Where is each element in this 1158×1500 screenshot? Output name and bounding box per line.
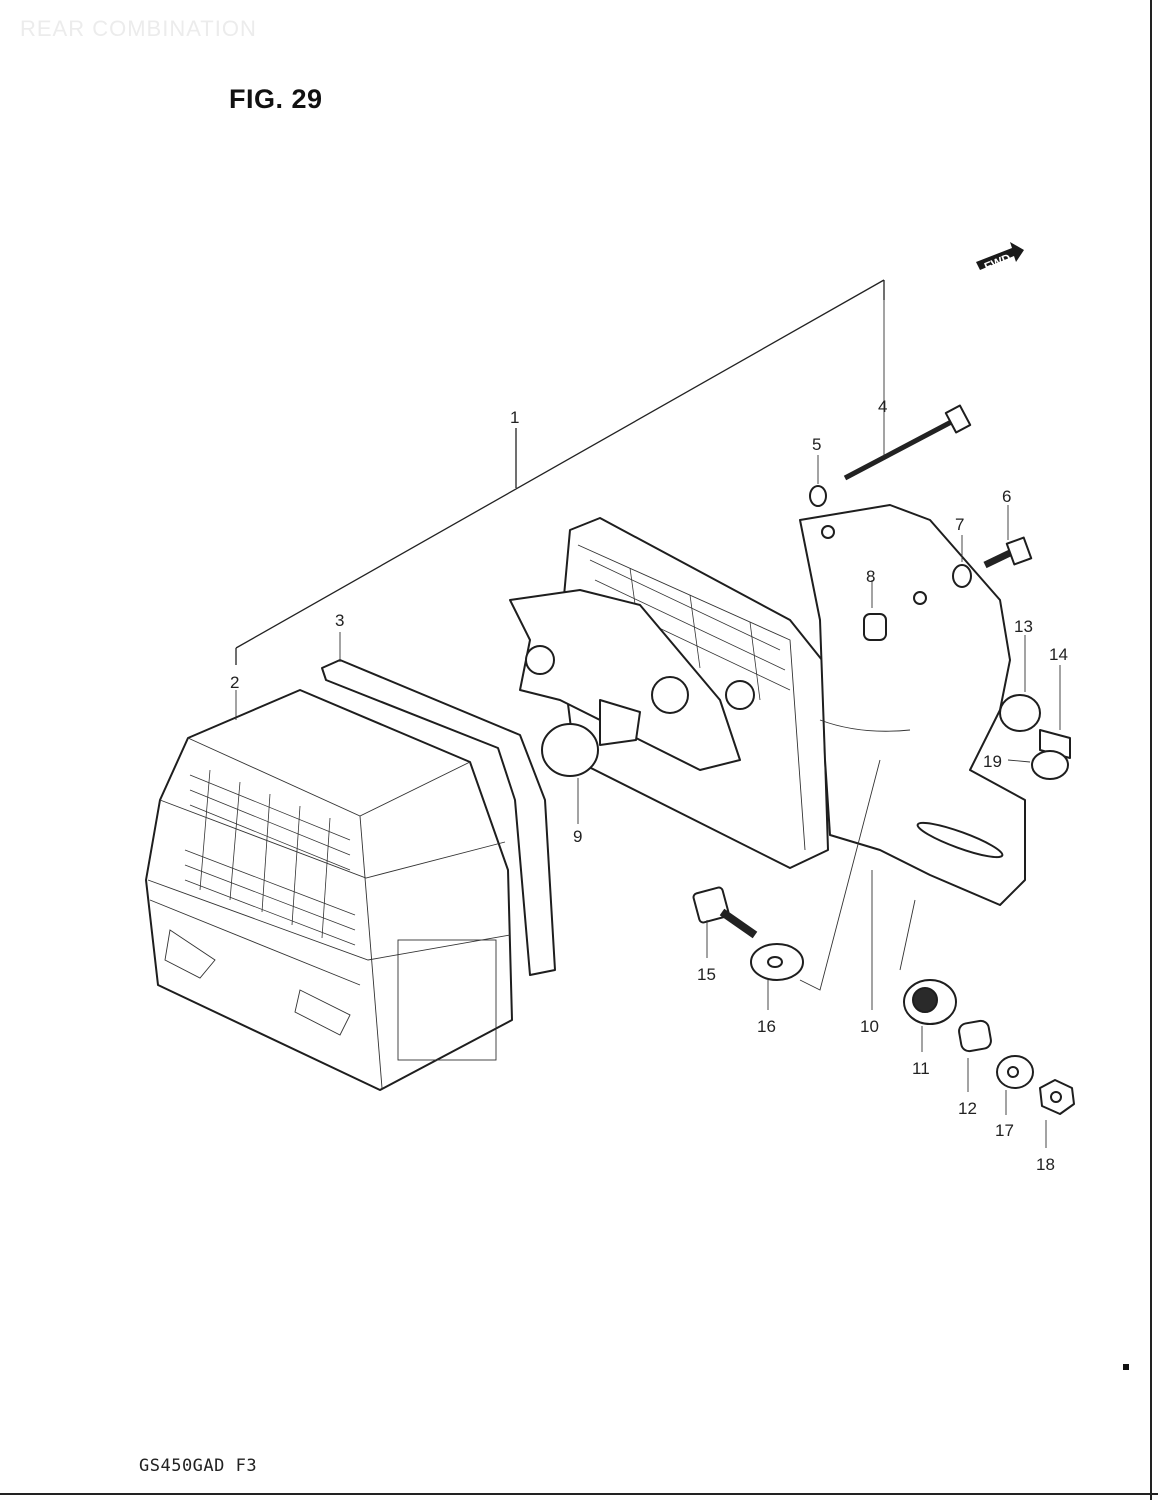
bulb: [541, 699, 641, 777]
lens-gasket: [321, 659, 556, 976]
scan-speck: [1123, 1364, 1129, 1370]
callout-7: 7: [955, 515, 964, 534]
bolt-15: [692, 886, 758, 958]
collar-12: [958, 1019, 992, 1092]
model-code: GS450GAD F3: [139, 1456, 258, 1476]
bushing-19: [1007, 750, 1069, 780]
bolt-6: [983, 505, 1033, 569]
callout-17: 17: [995, 1121, 1014, 1140]
callout-14: 14: [1049, 645, 1068, 664]
fwd-label: FWD: [982, 251, 1013, 274]
washer-7: [952, 535, 972, 588]
tail-lens: [145, 689, 513, 1091]
callout-labels: 1 2 3 4 5 6 7 8 9 10 11 12 13 14 15 16 1…: [230, 397, 1068, 1174]
collar-8: [863, 580, 887, 641]
washer-5: [809, 455, 827, 507]
bulb-socket-plate: [509, 589, 755, 771]
callout-19: 19: [983, 752, 1002, 771]
callout-12: 12: [958, 1099, 977, 1118]
callout-18: 18: [1036, 1155, 1055, 1174]
grommet-11: [899, 899, 957, 1052]
section-title: REAR COMBINATION: [20, 16, 257, 41]
callout-4: 4: [878, 397, 887, 416]
callout-16: 16: [757, 1017, 776, 1036]
sheet-border-right: [1150, 0, 1152, 1500]
nut-18: [1039, 1079, 1075, 1148]
callout-10: 10: [860, 1017, 879, 1036]
forward-arrow-icon: FWD: [976, 242, 1024, 274]
washer-17: [996, 1055, 1034, 1115]
callout-13: 13: [1014, 617, 1033, 636]
callout-6: 6: [1002, 487, 1011, 506]
callout-11: 11: [912, 1059, 930, 1078]
callout-8: 8: [866, 567, 875, 586]
callout-1: 1: [510, 408, 519, 427]
assembly-bracket-1: [235, 279, 885, 665]
rear-bracket: [799, 504, 1026, 906]
callout-9: 9: [573, 827, 582, 846]
callout-2: 2: [230, 673, 239, 692]
sheet-border-bottom: [0, 1493, 1158, 1495]
grommet-13: [999, 635, 1041, 732]
callout-3: 3: [335, 611, 344, 630]
callout-15: 15: [697, 965, 716, 984]
long-bolt: [843, 300, 972, 481]
washer-16: [750, 759, 881, 1010]
figure-label: FIG. 29: [229, 84, 323, 114]
stud-14: [1039, 665, 1071, 759]
callout-5: 5: [812, 435, 821, 454]
